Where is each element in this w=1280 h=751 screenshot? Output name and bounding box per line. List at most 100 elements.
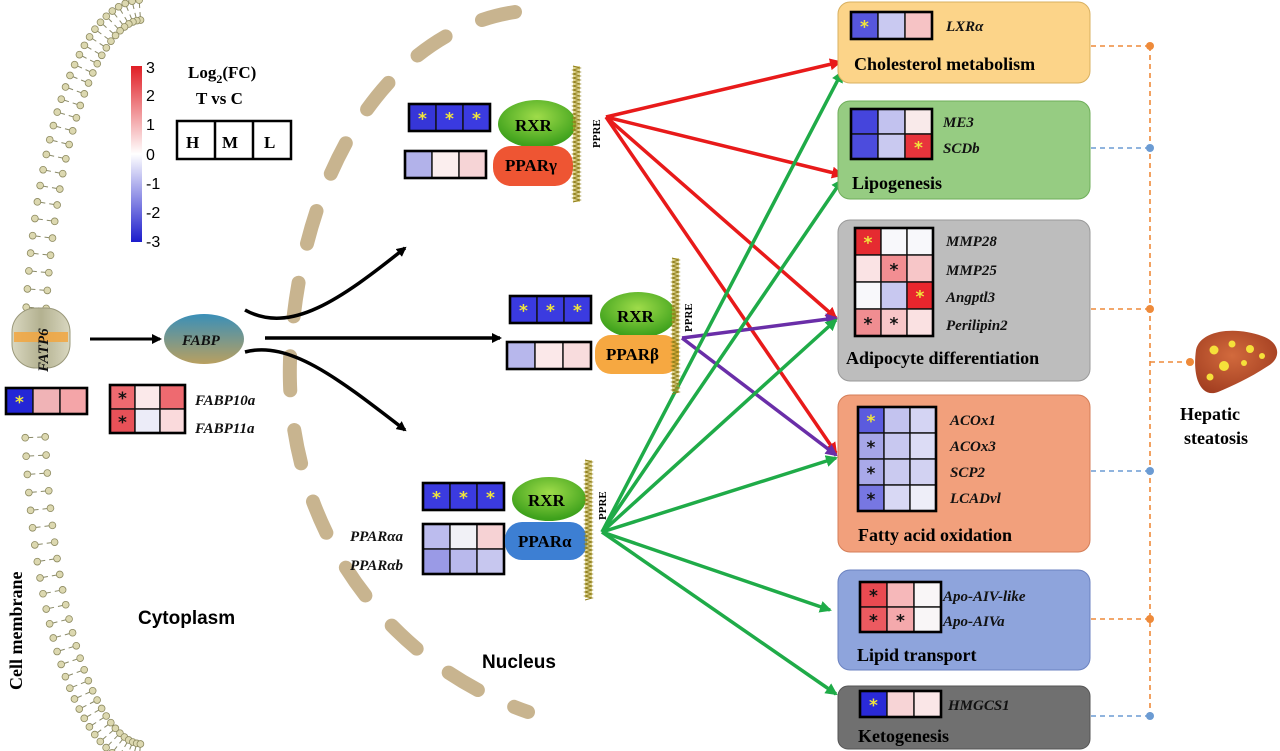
heatmap-border [853,226,935,338]
lipid-head [121,0,130,8]
lipid-head [102,712,110,720]
lipid-tail [104,35,109,40]
heatmap-cell [134,408,161,434]
gene-label: ACOx3 [949,439,996,455]
heatmap-cell [476,548,505,575]
lipid-tail [68,646,74,649]
lipid-tail [72,76,78,79]
lipid-tail [57,156,64,159]
lipid-tail [104,724,109,728]
lipid-head [96,18,105,27]
gene-fabp11a: FABP11a [194,421,255,437]
heatmap-cell [506,341,536,370]
lipid-tail [46,219,52,222]
lipid-tail [109,729,114,734]
heatmap-border [508,294,593,325]
colorbar [131,66,142,242]
heatmap-cell [562,341,592,370]
lipid-tail [63,661,69,664]
heatmap-cell [449,523,478,550]
heatmap-cell [883,458,911,486]
arrow-ppara-adipocyte [600,318,838,534]
heatmap-cell [850,133,879,160]
heatmap-cell [563,295,592,324]
regulation-arrows-green [600,70,844,696]
gene-label: SCP2 [950,465,986,481]
lipid-tail [85,69,91,73]
lipid-head [26,506,35,515]
lipid-tail [40,201,46,204]
lipid-head [25,488,33,497]
pathway-title: Adipocyte differentiation [846,348,1039,368]
ppre-label-beta: PPRE [683,303,695,332]
heatmap-cell [476,523,505,550]
rxr-gamma-label: RXR [515,116,553,135]
steatosis-connectors [1091,45,1190,717]
fat-droplet [1209,345,1219,355]
lipid-tail [57,604,63,607]
lipid-head [75,50,84,59]
lipid-head [135,0,143,4]
lipid-tail [40,559,46,562]
heatmap-fatp6: * [4,386,89,416]
dna-strand [571,65,582,203]
lipid-tail [35,235,41,238]
lipid-tail [42,185,49,188]
lipid-head [80,90,89,98]
lipid-tail [51,574,57,577]
lipid-tail [119,9,124,14]
ppar-alpha-protein [505,522,587,560]
lipid-tail [86,713,92,718]
lipid-head [33,557,42,566]
lipid-head [57,660,65,669]
lipid-head [84,676,93,685]
lipid-head [61,672,70,681]
colorbar-tick: 2 [146,88,155,105]
arrow-pparb-fao [680,336,838,457]
heatmap-cell [159,384,186,410]
lipid-tail [124,16,128,22]
heatmap-cell [880,227,908,256]
lipid-tail [96,729,102,734]
arrow-pparg-fao [604,116,838,455]
significance-star: * [864,315,873,335]
lipid-head [46,251,55,260]
lipid-head [85,723,94,731]
lipid-tail [86,46,92,50]
lipid-head [58,169,67,178]
lipid-head [80,41,89,50]
lipid-tail [94,709,100,713]
fabp-protein [164,314,244,364]
lipid-head [45,135,54,144]
lipid-tail [44,525,50,527]
arrow-pparb-adipocyte [681,313,838,340]
heatmap-border [421,481,506,512]
lipid-head [31,214,39,223]
ppre-label-gamma: PPRE [591,119,603,148]
heatmap-cell [134,384,161,410]
heatmap-cell [850,108,879,135]
heatmap-cell [431,150,460,179]
ppar-alpha-label: PPARα [518,532,572,551]
arrow-ppara-ketogenesis [601,530,838,696]
heatmap-cell [854,281,882,310]
lipid-head [44,486,53,495]
heatmap-cell [435,103,464,132]
lipid-tail [114,734,119,740]
lipid-head [43,286,52,295]
heatmap-cell [880,281,908,310]
lipid-head [58,586,67,594]
significance-star: * [869,696,878,716]
lipid-head [50,217,59,226]
heatmap-cell [909,458,937,486]
significance-star: * [914,139,923,159]
significance-star: * [418,110,427,130]
lipid-head [26,249,35,257]
cell-membrane-label: Cell membrane [6,572,26,690]
gene-label: Apo-AIVa [942,614,1005,630]
pathway-title: Ketogenesis [858,726,949,746]
significance-star: * [867,438,876,458]
lipid-head [76,654,84,662]
lipid-tail [64,633,70,636]
gene-label: ACOx1 [949,413,996,429]
